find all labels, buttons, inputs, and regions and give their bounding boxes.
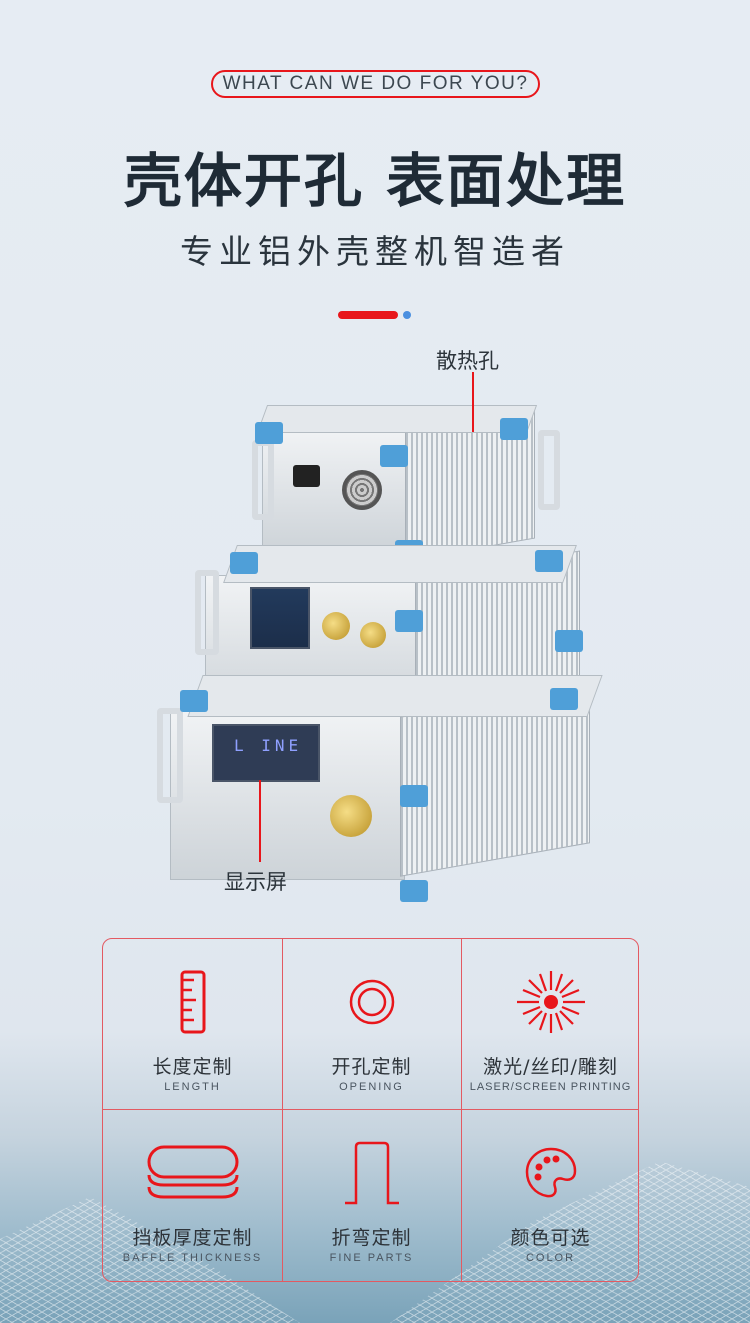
feature-grid: 长度定制 LENGTH 开孔定制 OPENING 激光/丝印/雕刻 LASER/… bbox=[102, 938, 639, 1282]
stacked-plates-icon bbox=[103, 1138, 282, 1208]
page-title: 壳体开孔 表面处理 bbox=[123, 147, 627, 215]
laser-burst-icon bbox=[461, 967, 640, 1037]
feature-length: 长度定制 LENGTH bbox=[103, 939, 282, 1111]
callout-heat-vents: 散热孔 bbox=[436, 349, 499, 373]
feature-color: 颜色可选 COLOR bbox=[461, 1110, 640, 1282]
bend-profile-icon bbox=[282, 1138, 461, 1208]
decor-blue-dot bbox=[403, 311, 411, 319]
page-subtitle: 专业铝外壳整机智造者 bbox=[180, 232, 570, 271]
feature-laser: 激光/丝印/雕刻 LASER/SCREEN PRINTING bbox=[461, 939, 640, 1111]
callout-line-top bbox=[472, 372, 474, 432]
decor-red-bar bbox=[338, 311, 398, 319]
callout-display: 显示屏 bbox=[224, 870, 287, 894]
feature-baffle-thickness: 挡板厚度定制 BAFFLE THICKNESS bbox=[103, 1110, 282, 1282]
ruler-icon bbox=[103, 967, 282, 1037]
callout-line-bottom bbox=[259, 780, 261, 862]
concentric-circle-icon bbox=[282, 967, 461, 1037]
feature-bending: 折弯定制 FINE PARTS bbox=[282, 1110, 461, 1282]
feature-opening: 开孔定制 OPENING bbox=[282, 939, 461, 1111]
palette-icon bbox=[461, 1138, 640, 1208]
display-screen-text: L INE bbox=[234, 736, 303, 755]
tagline-pill: WHAT CAN WE DO FOR YOU? bbox=[211, 70, 540, 98]
